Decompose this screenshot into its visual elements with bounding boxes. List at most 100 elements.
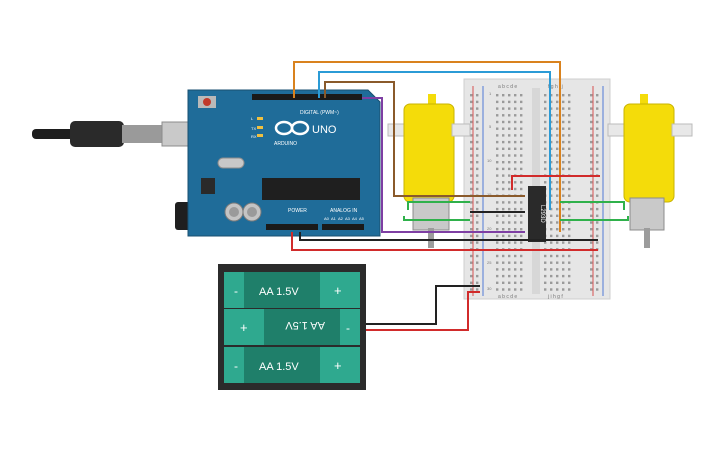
breadboard-hole[interactable] (562, 187, 565, 191)
breadboard-hole[interactable] (514, 134, 517, 137)
breadboard-hole[interactable] (590, 221, 593, 224)
breadboard-hole[interactable] (476, 228, 479, 231)
breadboard-hole[interactable] (556, 274, 559, 278)
breadboard-hole[interactable] (568, 214, 571, 217)
breadboard-hole[interactable] (520, 147, 523, 150)
breadboard-hole[interactable] (508, 140, 511, 144)
breadboard-hole[interactable] (514, 214, 517, 217)
breadboard-hole[interactable] (470, 181, 473, 184)
breadboard-hole[interactable] (520, 154, 523, 157)
breadboard-hole[interactable] (502, 207, 505, 211)
breadboard-hole[interactable] (520, 288, 523, 291)
breadboard-hole[interactable] (514, 140, 517, 144)
breadboard-hole[interactable] (502, 154, 505, 157)
breadboard-hole[interactable] (562, 261, 565, 264)
breadboard-hole[interactable] (470, 107, 473, 110)
breadboard-hole[interactable] (556, 107, 559, 110)
breadboard-hole[interactable] (596, 288, 599, 291)
breadboard-hole[interactable] (550, 167, 553, 171)
l293d-chip[interactable]: L293D (528, 186, 546, 242)
breadboard-hole[interactable] (562, 268, 565, 271)
breadboard-hole[interactable] (520, 107, 523, 110)
breadboard-hole[interactable] (502, 214, 505, 217)
breadboard-hole[interactable] (596, 241, 599, 244)
breadboard-hole[interactable] (596, 134, 599, 137)
breadboard-hole[interactable] (590, 228, 593, 231)
breadboard-hole[interactable] (550, 140, 553, 144)
breadboard-hole[interactable] (520, 268, 523, 271)
breadboard-hole[interactable] (562, 254, 565, 258)
breadboard-hole[interactable] (568, 140, 571, 144)
breadboard-hole[interactable] (496, 228, 499, 231)
breadboard-hole[interactable] (470, 134, 473, 137)
breadboard-hole[interactable] (496, 140, 499, 144)
breadboard-hole[interactable] (544, 288, 547, 291)
breadboard-hole[interactable] (550, 147, 553, 150)
breadboard-hole[interactable] (496, 161, 499, 164)
breadboard-hole[interactable] (502, 161, 505, 164)
breadboard-hole[interactable] (550, 107, 553, 110)
breadboard-hole[interactable] (520, 221, 523, 224)
breadboard-hole[interactable] (562, 140, 565, 144)
breadboard-hole[interactable] (550, 254, 553, 258)
breadboard-hole[interactable] (470, 187, 473, 191)
wire-purple[interactable] (362, 97, 525, 233)
breadboard-hole[interactable] (562, 207, 565, 211)
breadboard-hole[interactable] (562, 107, 565, 110)
breadboard-hole[interactable] (568, 268, 571, 271)
breadboard-hole[interactable] (562, 127, 565, 130)
breadboard-hole[interactable] (476, 127, 479, 130)
breadboard-hole[interactable] (514, 94, 517, 97)
breadboard-hole[interactable] (568, 207, 571, 211)
wire-red-5v[interactable] (291, 232, 598, 251)
breadboard-hole[interactable] (476, 154, 479, 157)
breadboard-hole[interactable] (562, 120, 565, 124)
breadboard-hole[interactable] (544, 274, 547, 278)
breadboard-hole[interactable] (502, 120, 505, 124)
breadboard-hole[interactable] (556, 181, 559, 184)
breadboard-hole[interactable] (556, 140, 559, 144)
breadboard-hole[interactable] (514, 268, 517, 271)
breadboard-hole[interactable] (508, 107, 511, 110)
breadboard-hole[interactable] (520, 127, 523, 130)
breadboard-hole[interactable] (568, 241, 571, 244)
breadboard-hole[interactable] (590, 134, 593, 137)
wires[interactable] (291, 61, 629, 331)
wire-green-motor-right-b[interactable] (560, 216, 629, 221)
breadboard-hole[interactable] (476, 274, 479, 278)
breadboard-hole[interactable] (496, 187, 499, 191)
breadboard-hole[interactable] (470, 221, 473, 224)
breadboard-hole[interactable] (514, 228, 517, 231)
breadboard-hole[interactable] (562, 288, 565, 291)
breadboard-hole[interactable] (596, 181, 599, 184)
breadboard-hole[interactable] (514, 254, 517, 258)
breadboard-hole[interactable] (520, 167, 523, 171)
breadboard-hole[interactable] (568, 187, 571, 191)
breadboard-hole[interactable] (508, 228, 511, 231)
breadboard-hole[interactable] (496, 261, 499, 264)
breadboard-hole[interactable] (590, 147, 593, 150)
breadboard-hole[interactable] (568, 114, 571, 117)
breadboard-hole[interactable] (514, 120, 517, 124)
breadboard-hole[interactable] (544, 261, 547, 264)
breadboard-hole[interactable] (590, 100, 593, 104)
breadboard-hole[interactable] (544, 114, 547, 117)
breadboard-hole[interactable] (514, 127, 517, 130)
breadboard-hole[interactable] (562, 154, 565, 157)
wire-green-motor-right-a[interactable] (560, 201, 625, 210)
breadboard-hole[interactable] (550, 194, 553, 197)
breadboard-hole[interactable] (496, 274, 499, 278)
breadboard-hole[interactable] (502, 234, 505, 238)
breadboard-hole[interactable] (508, 221, 511, 224)
breadboard-hole[interactable] (502, 201, 505, 204)
breadboard-hole[interactable] (514, 161, 517, 164)
breadboard-hole[interactable] (476, 161, 479, 164)
breadboard-hole[interactable] (550, 94, 553, 97)
breadboard-hole[interactable] (502, 187, 505, 191)
breadboard-hole[interactable] (508, 100, 511, 104)
breadboard-hole[interactable] (514, 114, 517, 117)
breadboard-hole[interactable] (590, 254, 593, 258)
breadboard-hole[interactable] (568, 147, 571, 150)
breadboard-hole[interactable] (556, 154, 559, 157)
breadboard-hole[interactable] (596, 261, 599, 264)
